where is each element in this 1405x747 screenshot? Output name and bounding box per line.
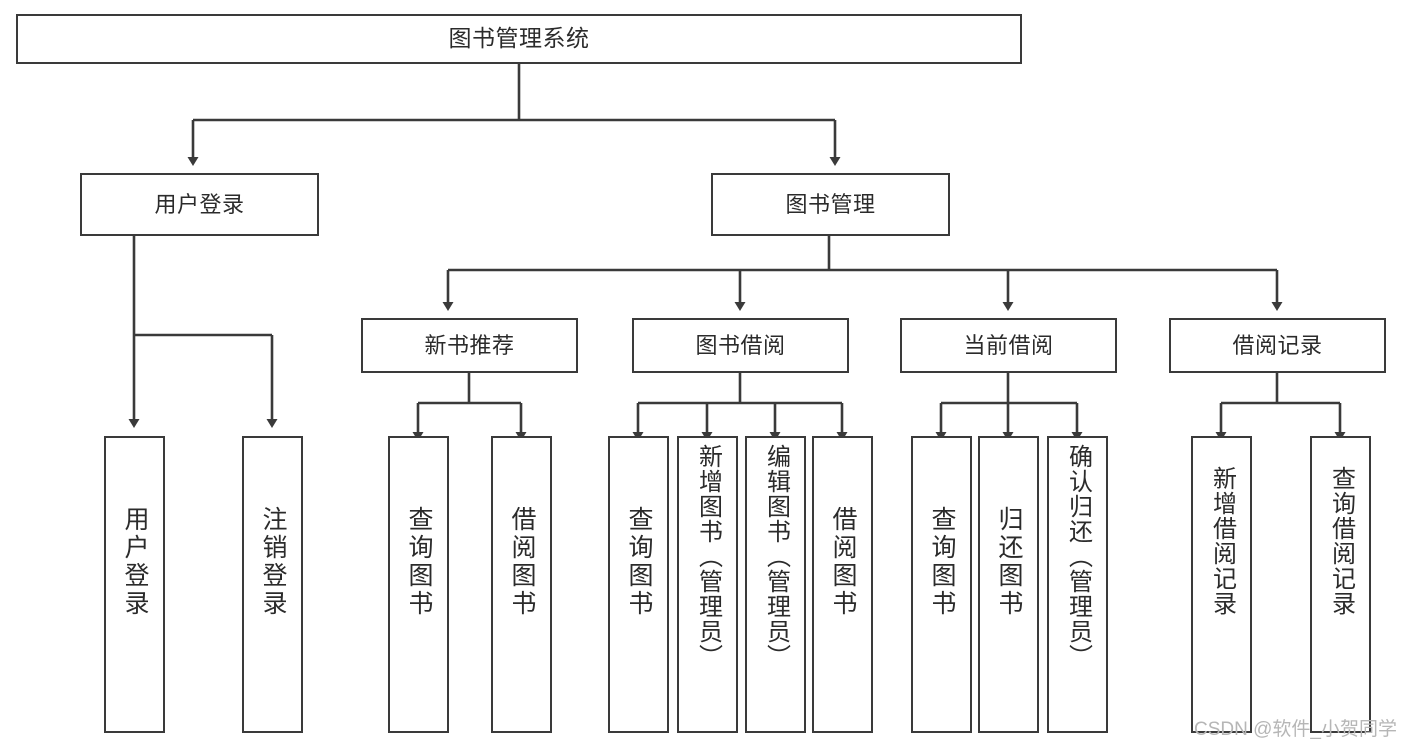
leaf-borrow-query-book-label: 查询图书 xyxy=(625,506,653,618)
node-root[interactable]: 图书管理系统 xyxy=(16,14,1022,64)
leaf-record-query[interactable]: 查询借阅记录 xyxy=(1310,436,1371,733)
leaf-current-return-book[interactable]: 归还图书 xyxy=(978,436,1039,733)
node-book-management[interactable]: 图书管理 xyxy=(711,173,950,236)
leaf-new-book-query-label: 查询图书 xyxy=(405,506,433,618)
leaf-current-query-book-label: 查询图书 xyxy=(928,506,956,618)
leaf-user-login-login[interactable]: 用户登录 xyxy=(104,436,165,733)
node-book-borrow[interactable]: 图书借阅 xyxy=(632,318,849,373)
leaf-user-login-login-label: 用户登录 xyxy=(121,506,149,618)
leaf-new-book-borrow[interactable]: 借阅图书 xyxy=(491,436,552,733)
node-book-borrow-label: 图书借阅 xyxy=(695,332,786,358)
node-current-borrow[interactable]: 当前借阅 xyxy=(900,318,1117,373)
leaf-current-confirm-return[interactable]: 确认归还（管理员） xyxy=(1047,436,1108,733)
leaf-current-confirm-return-label: 确认归还（管理员） xyxy=(1064,444,1092,669)
leaf-record-add[interactable]: 新增借阅记录 xyxy=(1191,436,1252,733)
leaf-borrow-edit-book-label: 编辑图书（管理员） xyxy=(762,444,790,669)
leaf-record-add-label: 新增借阅记录 xyxy=(1208,466,1236,616)
node-current-borrow-label: 当前借阅 xyxy=(963,332,1054,358)
leaf-borrow-add-book-label: 新增图书（管理员） xyxy=(694,444,722,669)
node-new-book-recommend-label: 新书推荐 xyxy=(424,332,515,358)
node-root-label: 图书管理系统 xyxy=(448,25,590,52)
leaf-current-return-book-label: 归还图书 xyxy=(995,506,1023,618)
leaf-borrow-query-book[interactable]: 查询图书 xyxy=(608,436,669,733)
leaf-current-query-book[interactable]: 查询图书 xyxy=(911,436,972,733)
leaf-borrow-borrow-book[interactable]: 借阅图书 xyxy=(812,436,873,733)
leaf-new-book-borrow-label: 借阅图书 xyxy=(508,506,536,618)
leaf-user-login-logout[interactable]: 注销登录 xyxy=(242,436,303,733)
node-borrow-record[interactable]: 借阅记录 xyxy=(1169,318,1386,373)
node-user-login[interactable]: 用户登录 xyxy=(80,173,319,236)
node-user-login-label: 用户登录 xyxy=(154,191,245,217)
node-new-book-recommend[interactable]: 新书推荐 xyxy=(361,318,578,373)
csdn-watermark: CSDN @软件_小贺同学 xyxy=(1194,719,1397,740)
leaf-user-login-logout-label: 注销登录 xyxy=(259,506,287,618)
leaf-borrow-borrow-book-label: 借阅图书 xyxy=(829,506,857,618)
node-borrow-record-label: 借阅记录 xyxy=(1232,332,1323,358)
leaf-record-query-label: 查询借阅记录 xyxy=(1327,466,1355,616)
leaf-borrow-edit-book[interactable]: 编辑图书（管理员） xyxy=(745,436,806,733)
leaf-borrow-add-book[interactable]: 新增图书（管理员） xyxy=(677,436,738,733)
leaf-new-book-query[interactable]: 查询图书 xyxy=(388,436,449,733)
node-book-management-label: 图书管理 xyxy=(785,191,876,217)
